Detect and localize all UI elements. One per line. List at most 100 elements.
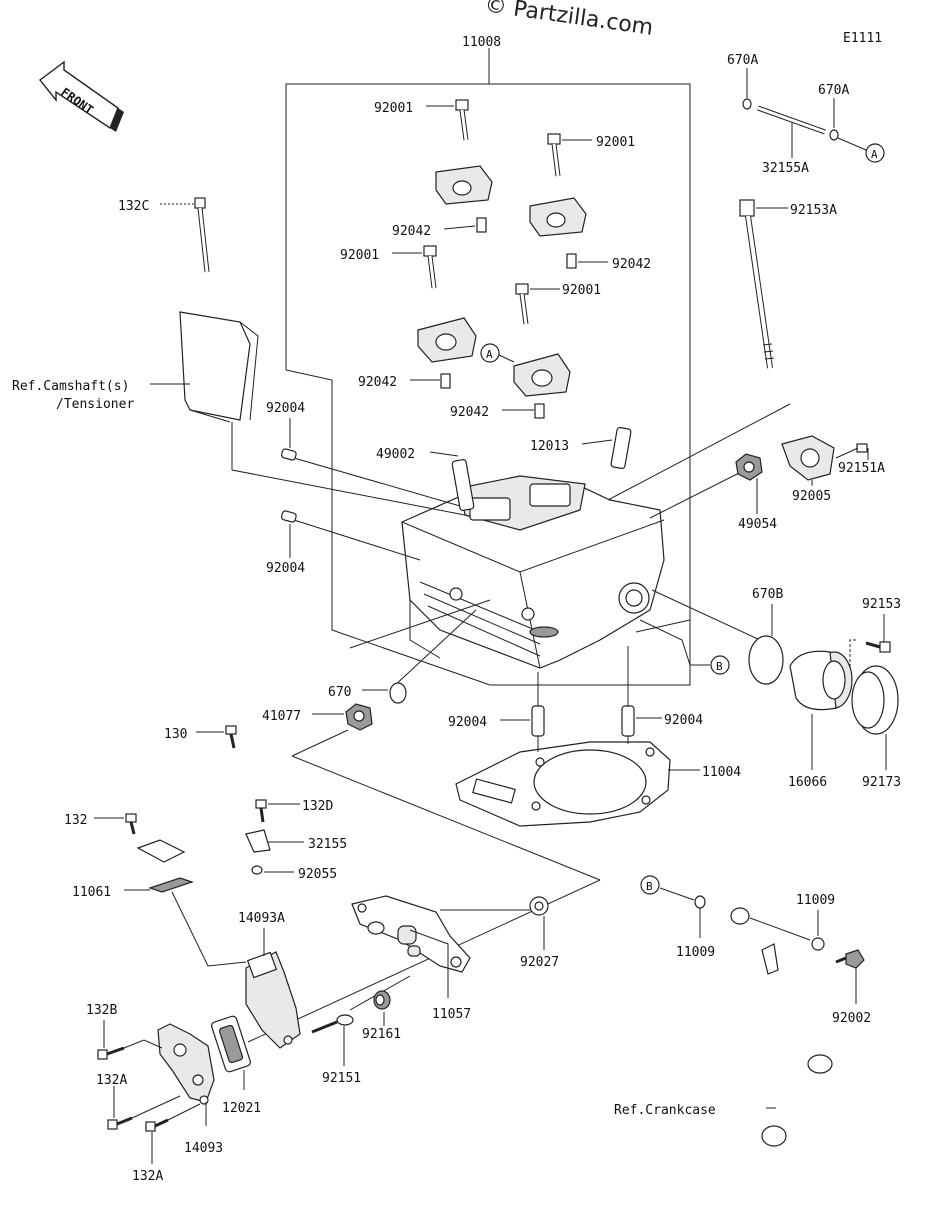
bolt-130	[225, 725, 237, 749]
callout-41077: 41077	[262, 709, 301, 724]
cap-49054	[735, 453, 763, 481]
cam-cap-3	[417, 245, 477, 389]
callout-11008: 11008	[462, 35, 501, 50]
washer-11009-a	[694, 895, 706, 909]
callout-670a-left: 670A	[727, 53, 758, 68]
callout-14093a: 14093A	[238, 911, 285, 926]
svg-text:B: B	[716, 660, 723, 673]
dowel-92004-b	[281, 510, 297, 523]
grommet-92027	[529, 896, 549, 916]
cover-14093a	[245, 951, 301, 1049]
guide-12013	[610, 426, 632, 470]
callout-92001-a: 92001	[374, 101, 413, 116]
housing-92005	[781, 435, 835, 481]
pipe-32155a	[742, 98, 839, 141]
ref-crankcase: Ref.Crankcase	[614, 1103, 716, 1118]
callout-670a-right: 670A	[818, 83, 849, 98]
callout-11057: 11057	[432, 1007, 471, 1022]
callout-132a-upper: 132A	[96, 1073, 127, 1088]
svg-text:A: A	[486, 348, 493, 361]
callout-49002: 49002	[376, 447, 415, 462]
cam-cap-1	[435, 99, 493, 233]
callout-92151a: 92151A	[838, 461, 885, 476]
callout-11004: 11004	[702, 765, 741, 780]
ref-camshaft-line2: /Tensioner	[56, 397, 134, 412]
bolt-132	[125, 813, 137, 835]
callout-92005: 92005	[792, 489, 831, 504]
callout-16066: 16066	[788, 775, 827, 790]
cylinder-head	[401, 475, 665, 669]
screw-92153	[865, 641, 891, 653]
watermark: © Partzilla.com	[483, 0, 655, 41]
callout-11009-b: 11009	[796, 893, 835, 908]
marker-b-right	[710, 655, 730, 675]
svg-text:B: B	[646, 880, 653, 893]
callout-92042-b: 92042	[612, 257, 651, 272]
oil-pipe	[730, 907, 833, 1147]
bolt-132a-upper	[107, 1116, 133, 1130]
bolt-132b	[97, 1046, 125, 1060]
diagram-code: E1111	[843, 31, 882, 46]
bolt-92151a	[835, 443, 868, 459]
callout-92004-d: 92004	[664, 713, 703, 728]
callout-92004-b: 92004	[266, 561, 305, 576]
marker-a-right	[865, 143, 885, 163]
callout-670: 670	[328, 685, 351, 700]
cover-14093	[157, 1023, 215, 1105]
gasket-11061	[148, 877, 194, 893]
oring-670b	[748, 635, 784, 685]
callout-92002: 92002	[832, 1011, 871, 1026]
callout-92042-d: 92042	[450, 405, 489, 420]
valve-lifter-49002	[451, 459, 475, 511]
gasket-12021	[211, 1015, 251, 1073]
callout-11061: 11061	[72, 885, 111, 900]
callout-49054: 49054	[738, 517, 777, 532]
bolt-132a-lower	[145, 1118, 169, 1132]
cam-cap-2	[529, 133, 587, 269]
washer-11009-b	[811, 937, 825, 951]
fitting-41077	[345, 703, 373, 731]
callout-130: 130	[164, 727, 187, 742]
washer-92055	[251, 865, 263, 875]
bolt-92151	[311, 1014, 354, 1034]
callout-32155: 32155	[308, 837, 347, 852]
bolt-132c	[194, 197, 210, 273]
ref-camshaft-line1: Ref.Camshaft(s)	[12, 379, 129, 394]
callout-132: 132	[64, 813, 87, 828]
callout-92001-d: 92001	[562, 283, 601, 298]
marker-b-lower	[640, 875, 660, 895]
callout-92151: 92151	[322, 1071, 361, 1086]
callout-12021: 12021	[222, 1101, 261, 1116]
holder-16066	[789, 650, 853, 711]
pipe-32155	[136, 737, 271, 863]
callout-92173: 92173	[862, 775, 901, 790]
cam-cap-4	[513, 283, 571, 419]
bolt-132d	[255, 799, 267, 823]
bolt-92002	[835, 949, 865, 969]
callout-92055: 92055	[298, 867, 337, 882]
bracket-11057	[351, 895, 471, 973]
dowel-92004-d	[621, 705, 635, 737]
callout-32155a: 32155A	[762, 161, 809, 176]
callout-132b: 132B	[86, 1003, 117, 1018]
callout-92001-b: 92001	[596, 135, 635, 150]
callout-14093: 14093	[184, 1141, 223, 1156]
front-arrow-icon: FRONT	[39, 60, 124, 132]
callout-92161: 92161	[362, 1027, 401, 1042]
oring-670	[389, 682, 407, 704]
dowel-92004-c	[531, 705, 545, 737]
callout-92042-c: 92042	[358, 375, 397, 390]
callout-92027: 92027	[520, 955, 559, 970]
callout-12013: 12013	[530, 439, 569, 454]
tensioner-bracket	[179, 311, 259, 423]
marker-a-center	[480, 343, 500, 363]
callout-132c: 132C	[118, 199, 149, 214]
callout-132d: 132D	[302, 799, 333, 814]
bracket-11008	[285, 48, 691, 686]
callout-92004-a: 92004	[266, 401, 305, 416]
callout-11009-a: 11009	[676, 945, 715, 960]
callout-132a-lower: 132A	[132, 1169, 163, 1184]
callout-92042-a: 92042	[392, 224, 431, 239]
